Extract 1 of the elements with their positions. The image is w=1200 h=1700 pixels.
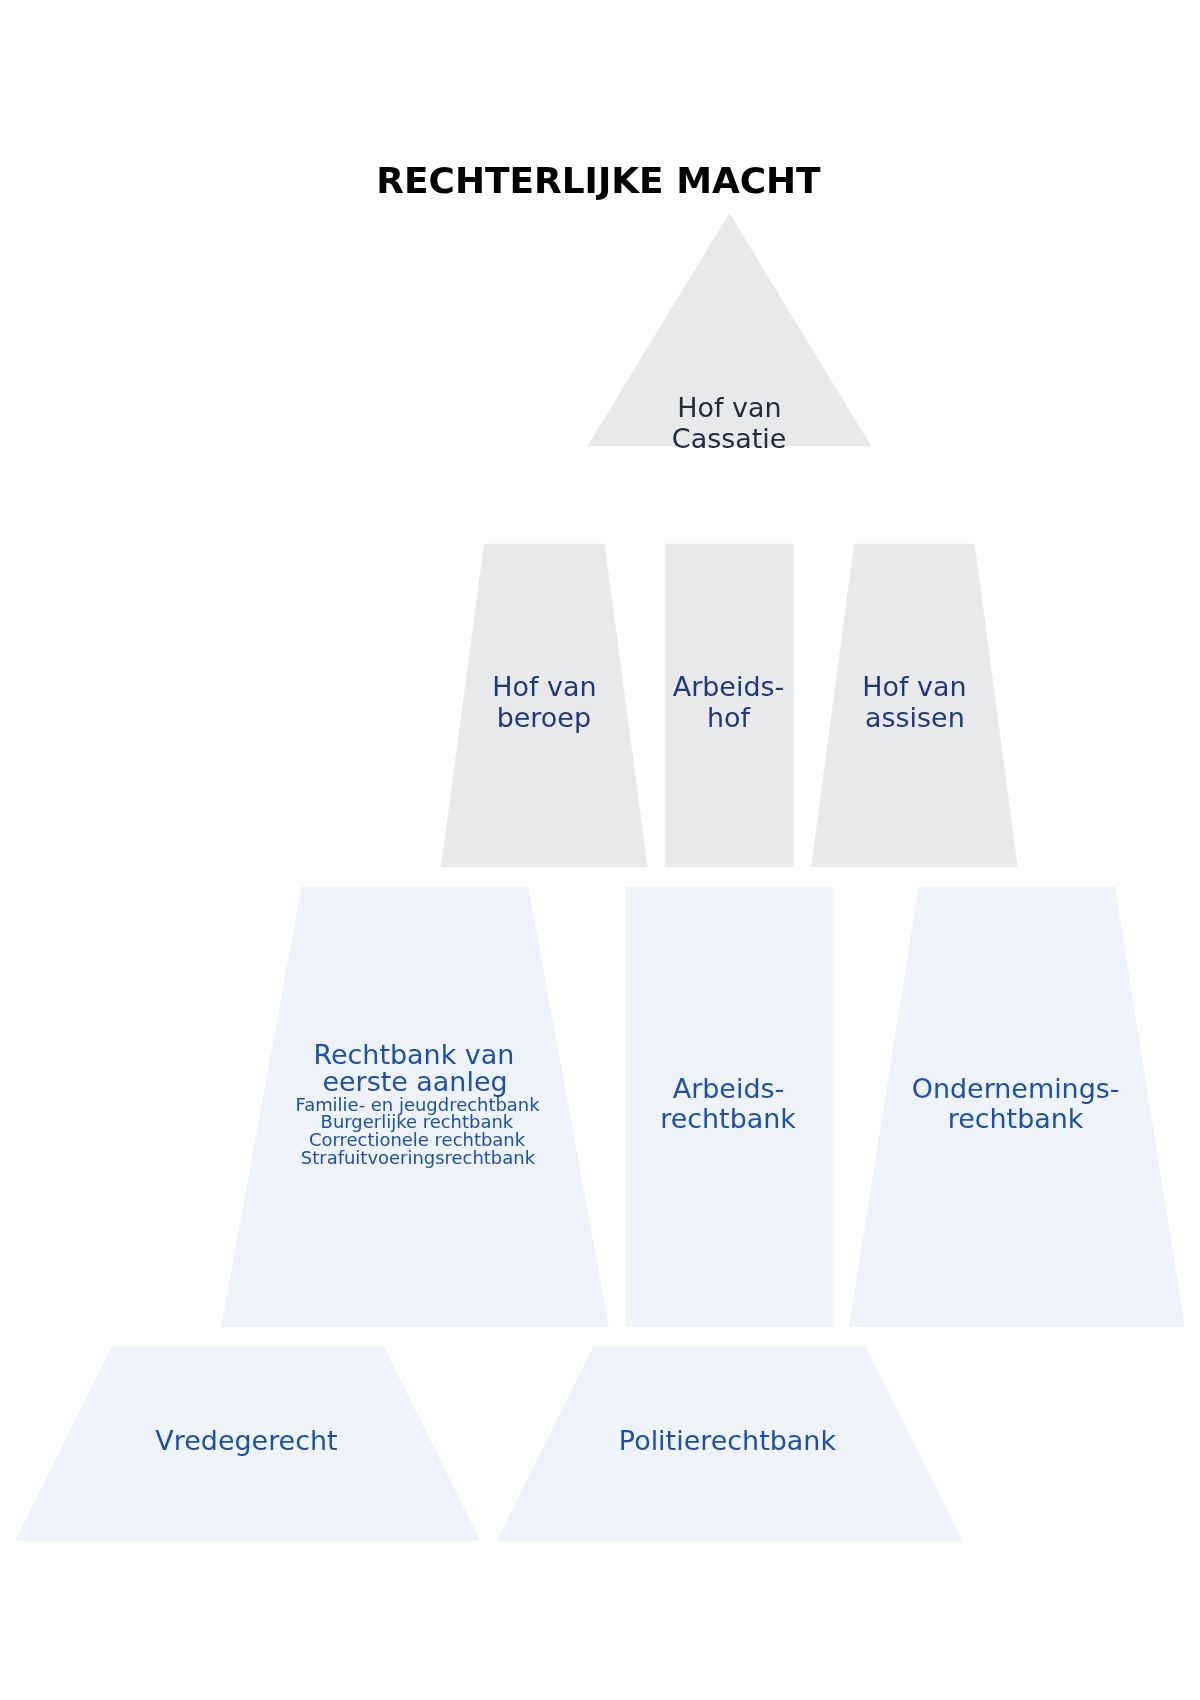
diagram-title: RECHTERLIJKE MACHT — [376, 160, 821, 202]
